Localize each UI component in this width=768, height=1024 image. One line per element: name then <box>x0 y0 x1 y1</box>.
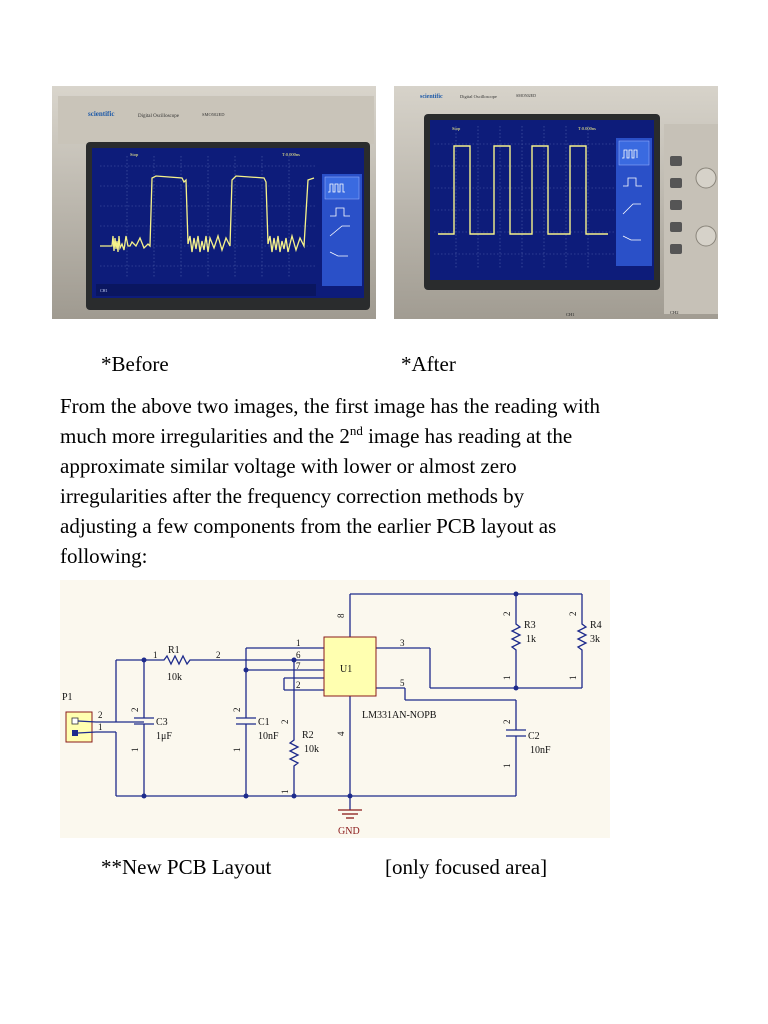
u1-pin6: 6 <box>296 650 301 660</box>
c2-pin1: 1 <box>502 764 512 769</box>
r3-pin2: 2 <box>502 612 512 617</box>
c1-label: C1 <box>258 717 270 728</box>
model-label: Digital Oscilloscope <box>460 94 497 99</box>
readout-text: T:0.000ns <box>282 152 300 157</box>
r1-pin1: 1 <box>153 650 158 660</box>
model-number: SMO502ED <box>516 93 536 98</box>
c2-value: 10nF <box>530 745 551 756</box>
u1-pin3: 3 <box>400 638 405 648</box>
brand-label: scientific <box>88 110 114 118</box>
paragraph-line: much more irregularities and the 2nd ima… <box>60 423 573 448</box>
p1-label: P1 <box>62 692 73 703</box>
p1-pin1: 1 <box>98 722 103 732</box>
c1-value: 10nF <box>258 731 279 742</box>
r2-value: 10k <box>304 744 319 755</box>
c1-pin2: 2 <box>232 708 242 713</box>
body-paragraph: From the above two images, the first ima… <box>60 391 720 571</box>
paragraph-line: irregularities after the frequency corre… <box>60 484 525 508</box>
status-text: Stop <box>452 126 461 131</box>
r4-pin2: 2 <box>568 612 578 617</box>
channel2-label: CH2 <box>670 310 679 315</box>
u1-pin4: 4 <box>336 731 346 736</box>
r1-label: R1 <box>168 645 180 656</box>
ground-icon <box>338 809 362 819</box>
caption-after: *After <box>401 352 456 376</box>
oscilloscope-photo-after: scientific Digital Oscilloscope SMO502ED… <box>394 86 718 319</box>
r2-pin1: 1 <box>280 790 290 795</box>
gnd-label: GND <box>338 826 360 837</box>
r1-value: 10k <box>167 672 182 683</box>
channel1-label: CH1 <box>566 312 575 317</box>
r3-value: 1k <box>526 634 536 645</box>
r4-value: 3k <box>590 634 600 645</box>
r3-label: R3 <box>524 620 536 631</box>
r2-pin2: 2 <box>280 720 290 725</box>
u1-pin1: 1 <box>296 638 301 648</box>
u1-pin7: 7 <box>296 661 301 671</box>
r4-pin1: 1 <box>568 676 578 681</box>
c1-pin1: 1 <box>232 748 242 753</box>
paragraph-line: approximate similar voltage with lower o… <box>60 454 517 478</box>
r1-pin2: 2 <box>216 650 221 660</box>
u1-pin2: 2 <box>296 680 301 690</box>
c2-label: C2 <box>528 731 540 742</box>
r3-pin1: 1 <box>502 676 512 681</box>
caption-before: *Before <box>101 352 169 376</box>
brand-label: scientific <box>420 94 443 100</box>
channel-label: CH1 <box>100 288 108 293</box>
status-text: Stop <box>130 152 139 157</box>
c3-pin1: 1 <box>130 748 140 753</box>
u1-pin8: 8 <box>336 613 346 618</box>
caption-focused-area: [only focused area] <box>385 855 548 879</box>
paragraph-line: following: <box>60 544 148 568</box>
model-label: Digital Oscilloscope <box>138 114 180 119</box>
r4-label: R4 <box>590 620 602 631</box>
r2-label: R2 <box>302 730 314 741</box>
paragraph-line: From the above two images, the first ima… <box>60 394 601 418</box>
c2-pin2: 2 <box>502 720 512 725</box>
model-number: SMO502ED <box>202 112 225 117</box>
u1-pin5: 5 <box>400 678 405 688</box>
caption-new-pcb-layout: **New PCB Layout <box>101 855 272 879</box>
pcb-schematic: P1 2 1 R1 10k 1 2 C3 1μF 2 1 C1 10nF 2 1… <box>60 580 610 838</box>
paragraph-line: adjusting a few components from the earl… <box>60 514 557 538</box>
c3-pin2: 2 <box>130 708 140 713</box>
c3-value: 1μF <box>156 731 172 742</box>
p1-pin2: 2 <box>98 710 103 720</box>
oscilloscope-photo-before: scientific Digital Oscilloscope SMO502ED… <box>52 86 376 319</box>
readout-text: T:0.000ns <box>578 126 596 131</box>
u1-part: LM331AN-NOPB <box>362 710 437 721</box>
u1-label: U1 <box>340 664 352 675</box>
c3-label: C3 <box>156 717 168 728</box>
